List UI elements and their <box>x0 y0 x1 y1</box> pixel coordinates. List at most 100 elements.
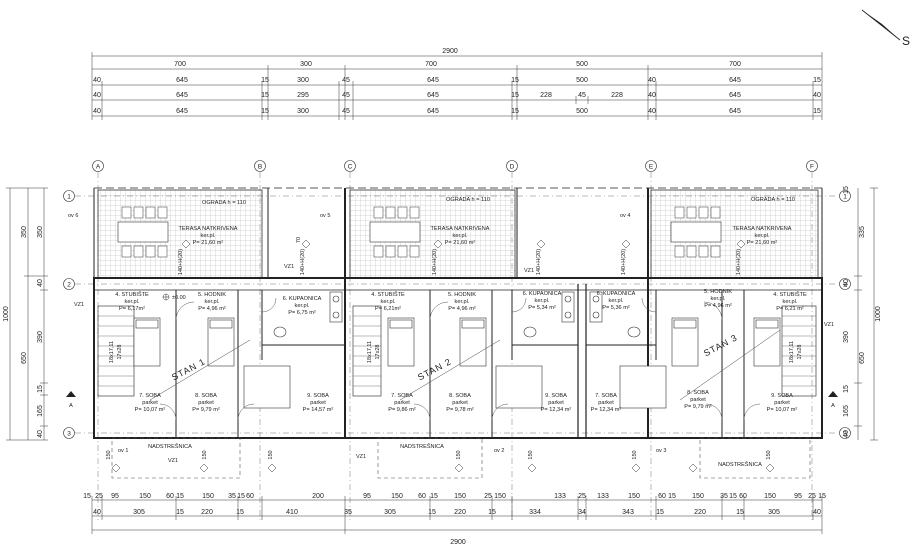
dim: 40 <box>843 430 850 438</box>
level-mark: ±0.00 <box>162 293 186 301</box>
room-labels: 4. STUBIŠTE ker.pl. P= 6,17m² 5. HODNIK … <box>115 289 807 413</box>
room-number: 6. <box>523 291 528 297</box>
dim: 15 <box>37 385 44 393</box>
vz-tag: VZ1 <box>824 322 834 328</box>
dim: 350 <box>37 226 44 238</box>
dim: 645 <box>729 77 741 84</box>
stair-labels: 18x17,11 17x28 18x17,11 17x28 18x17,11 1… <box>109 341 803 363</box>
svg-text:4. STUBIŠTE: 4. STUBIŠTE <box>115 291 149 298</box>
svg-text:7. SOBA: 7. SOBA <box>391 393 413 399</box>
room-number: 4. <box>371 292 376 298</box>
window-size: 140+H(20) <box>736 249 742 275</box>
svg-text:9. SOBA: 9. SOBA <box>545 393 567 399</box>
dim: 15 <box>176 509 184 516</box>
terrace-railing-label: OGRADA h = 110 <box>202 200 246 206</box>
stair-label: 18x17,11 <box>367 341 373 363</box>
dim: 15 <box>428 509 436 516</box>
dim: 15 <box>813 108 821 115</box>
dim: 40 <box>648 92 656 99</box>
dim: 150 <box>391 493 403 500</box>
dim: 165 <box>843 405 850 417</box>
dim: 45 <box>342 108 350 115</box>
unit-label: STAN 2 <box>416 356 453 382</box>
room-floor: parket <box>774 400 790 406</box>
room-name: KUPAONICA <box>289 296 322 302</box>
room-name: STUBIŠTE <box>377 291 405 298</box>
grid-label: E <box>649 164 654 171</box>
window-size: 140+H(20) <box>621 249 627 275</box>
room-number: 7. <box>595 393 600 399</box>
window-tag: ov 4 <box>620 213 630 219</box>
window-width: 150 <box>766 450 772 459</box>
window-tag: ov 3 <box>656 448 666 454</box>
room-number: 5. <box>704 289 709 295</box>
room-area: P= 4,96 m² <box>704 303 732 309</box>
window-width: 150 <box>202 450 208 459</box>
dim: 60 <box>739 493 747 500</box>
room-name: SOBA <box>313 393 329 399</box>
beds <box>133 317 781 409</box>
dim: 220 <box>694 509 706 516</box>
room-number: 9. <box>771 393 776 399</box>
room-area: P= 5,36 m² <box>602 305 630 311</box>
dim: 15 <box>511 77 519 84</box>
dim: 1000 <box>3 306 10 322</box>
bottom-dimensions <box>91 496 823 534</box>
dim: 150 <box>202 493 214 500</box>
window-width: 150 <box>632 450 638 459</box>
level-mark-text: ±0.00 <box>172 295 186 301</box>
room-area: P= 4,96 m² <box>448 306 476 312</box>
dim: 700 <box>174 61 186 68</box>
grid-label: F <box>810 164 814 171</box>
terrace-name: TERASA NATKRIVENA <box>431 226 490 232</box>
dim: 300 <box>297 108 309 115</box>
room-name: SOBA <box>777 393 793 399</box>
dim: 40 <box>37 279 44 287</box>
stair-label: 17x28 <box>797 345 803 360</box>
room-number: 5. <box>448 292 453 298</box>
room-area: P= 10,07 m² <box>135 407 166 413</box>
terrace-railing-label: OGRADA h = 110 <box>446 197 490 203</box>
room-number: 7. <box>391 393 396 399</box>
dim: 500 <box>576 108 588 115</box>
room-floor: parket <box>310 400 326 406</box>
window-tags: ov 6 ov 5 ov 4 ov 1 ov 2 ov 3 VZ1 VZ1 VZ… <box>68 213 834 464</box>
dim: 15 <box>261 92 269 99</box>
room-floor: parket <box>548 400 564 406</box>
grid-label: D <box>510 164 515 171</box>
grid-label: 2 <box>67 282 71 289</box>
dim: 15 <box>488 509 496 516</box>
room-floor: parket <box>394 400 410 406</box>
window-size: 140+H(20) <box>300 249 306 275</box>
dim: 150 <box>628 493 640 500</box>
room-name: STUBIŠTE <box>121 291 149 298</box>
svg-text:7. SOBA: 7. SOBA <box>139 393 161 399</box>
dim: 645 <box>427 77 439 84</box>
room-name: KUPAONICA <box>529 291 562 297</box>
dim: 500 <box>576 77 588 84</box>
terrace-floor: ker.pl. <box>201 233 216 239</box>
stair-label: 17x28 <box>375 345 381 360</box>
room-floor: ker.pl. <box>535 298 550 304</box>
dim: 700 <box>425 61 437 68</box>
room-number: 9. <box>307 393 312 399</box>
dim: 220 <box>454 509 466 516</box>
terrace-area: P= 21,60 m² <box>747 240 778 246</box>
section-mark-right: A <box>831 403 835 409</box>
dim: 650 <box>859 352 866 364</box>
dim: 305 <box>768 509 780 516</box>
dim: 350 <box>21 226 28 238</box>
terraces: OGRADA h = 110 TERASA NATKRIVENA ker.pl.… <box>97 189 819 279</box>
section-marks: A A <box>66 391 838 409</box>
dim: 150 <box>139 493 151 500</box>
dim: 645 <box>427 108 439 115</box>
dim: 305 <box>133 509 145 516</box>
window-tag: ov 5 <box>320 213 330 219</box>
window-tag: ov 1 <box>118 448 128 454</box>
room-floor: ker.pl. <box>455 299 470 305</box>
room-area: P= 9,86 m² <box>388 407 416 413</box>
room-number: 7. <box>139 393 144 399</box>
dim: 645 <box>176 108 188 115</box>
window-width: 150 <box>528 450 534 459</box>
